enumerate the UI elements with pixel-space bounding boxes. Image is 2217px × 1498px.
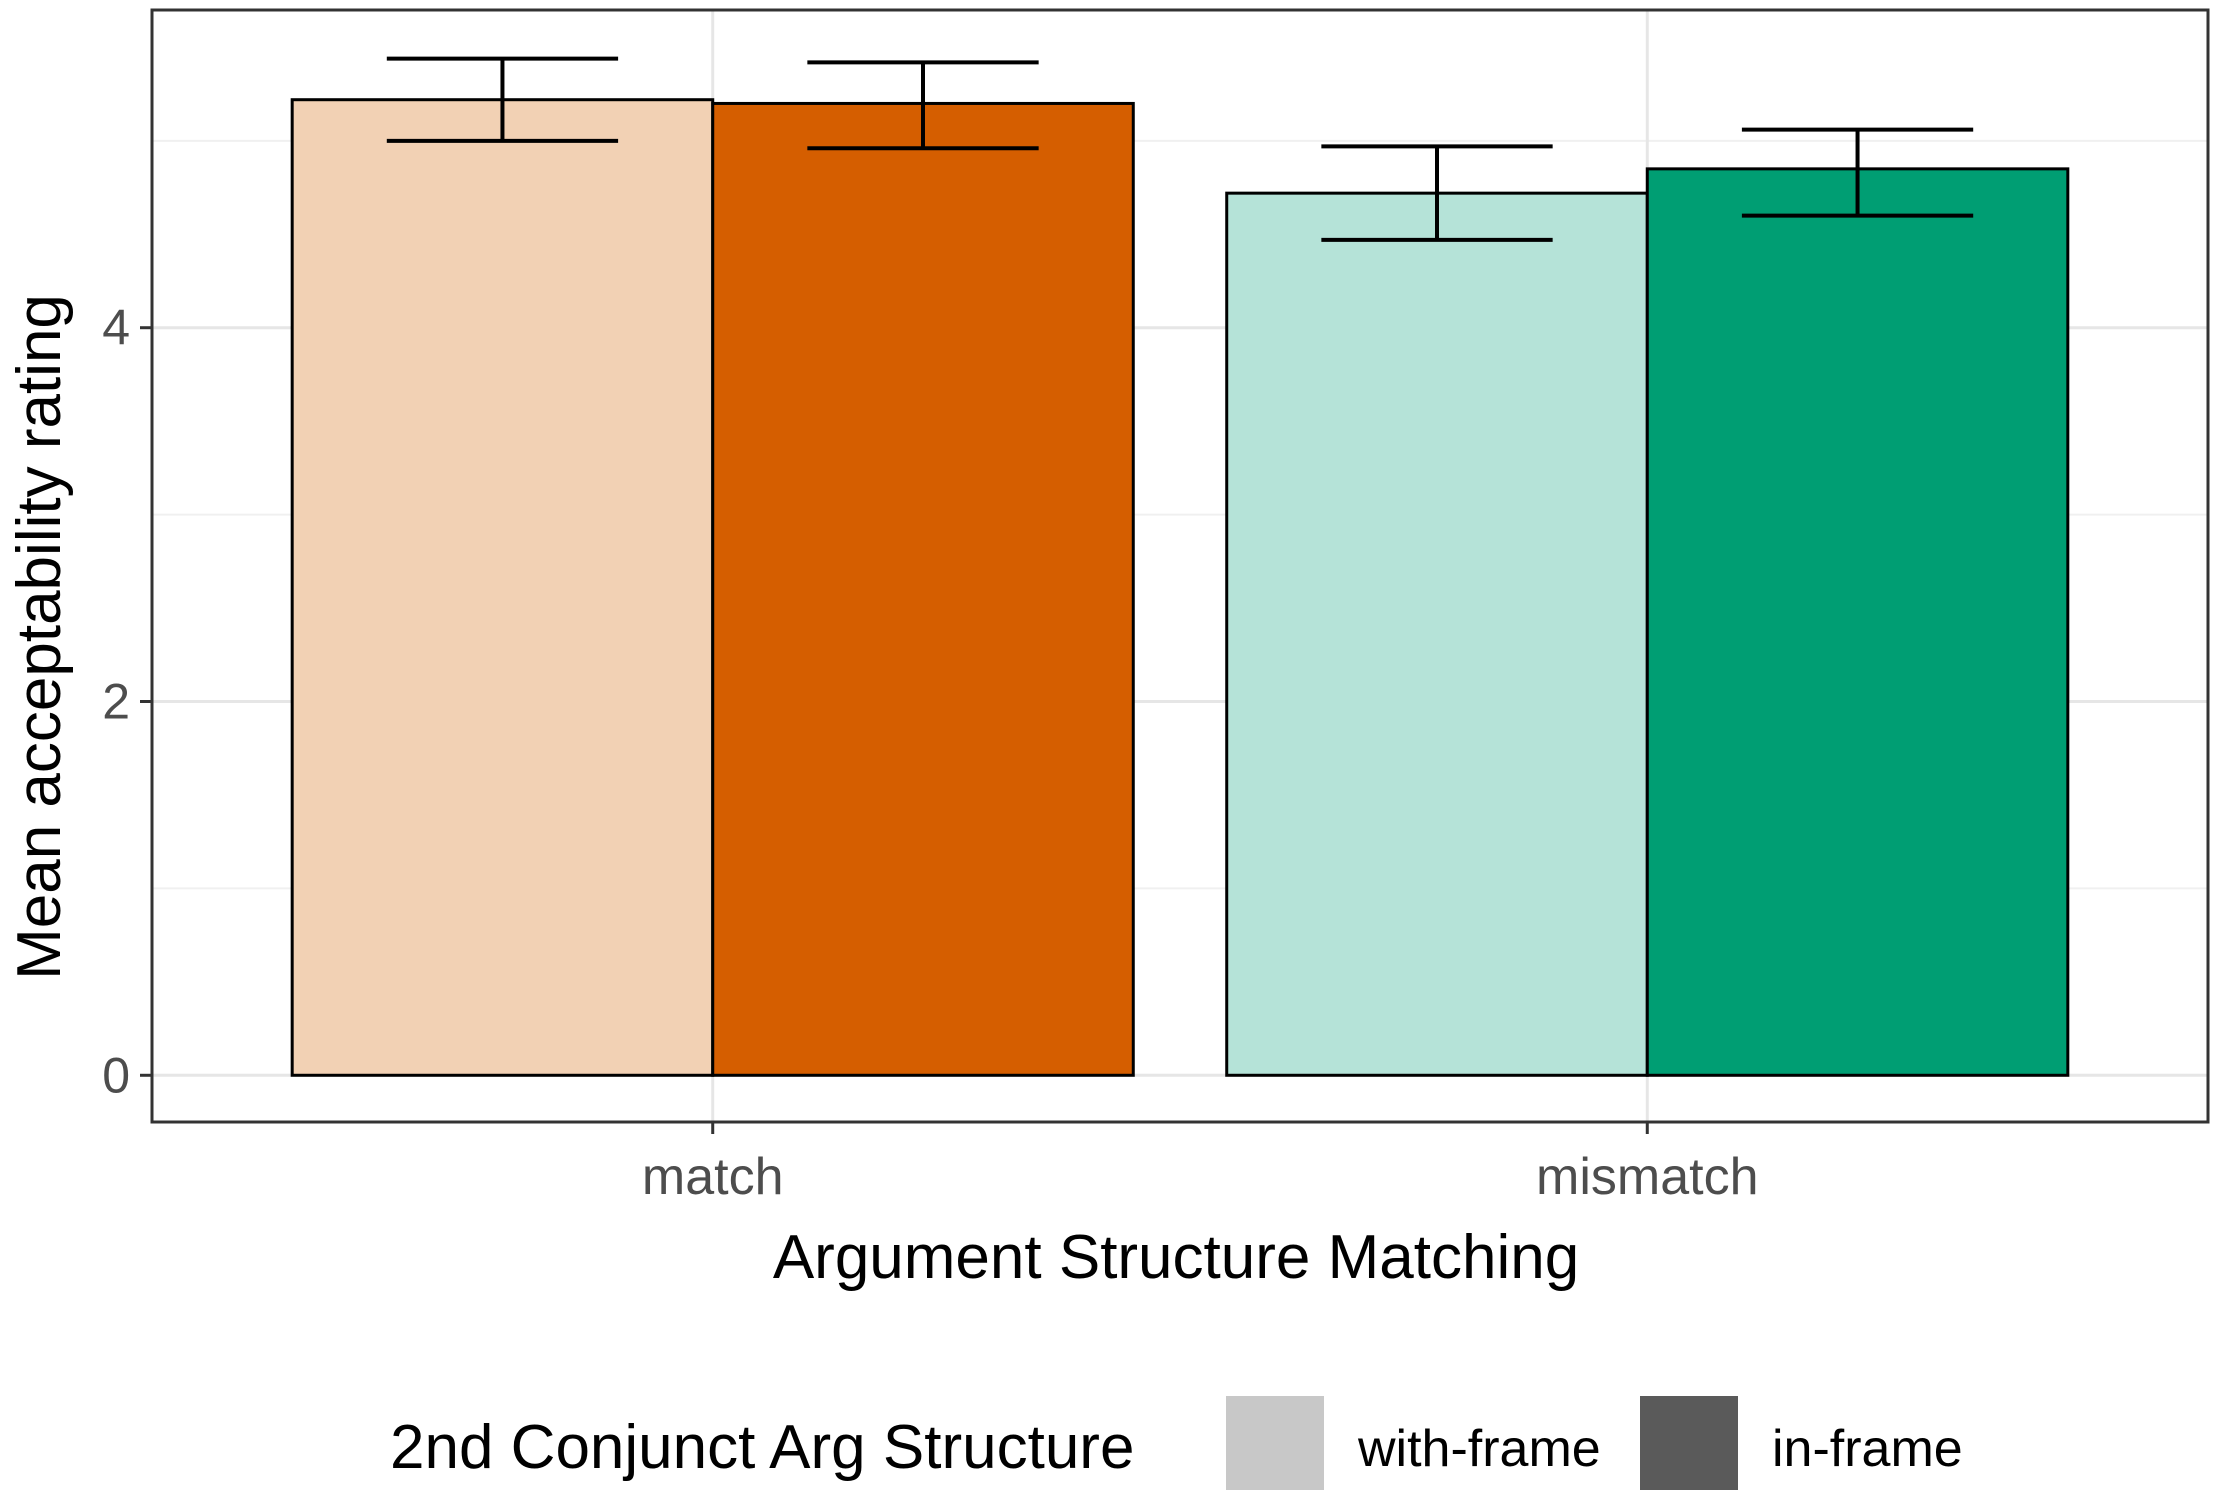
legend-label-with-frame: with-frame bbox=[1357, 1420, 1601, 1478]
bar-mismatch-with-frame bbox=[1225, 191, 1649, 1077]
legend-label-in-frame: in-frame bbox=[1772, 1420, 1963, 1478]
y-tick-label: 4 bbox=[102, 300, 130, 356]
bar-match-with-frame bbox=[290, 98, 715, 1077]
y-axis-title: Mean acceptability rating bbox=[5, 294, 74, 980]
legend-key-with-frame bbox=[1226, 1396, 1324, 1490]
bar-match-in-frame bbox=[711, 101, 1135, 1077]
legend-title: 2nd Conjunct Arg Structure bbox=[390, 1413, 1134, 1482]
y-tick-label: 2 bbox=[102, 673, 130, 729]
panel-border bbox=[150, 8, 2210, 1124]
x-tick-label: match bbox=[642, 1148, 784, 1206]
x-axis-ticks: match mismatch bbox=[642, 1122, 1759, 1206]
legend: 2nd Conjunct Arg Structure with-frame in… bbox=[390, 1396, 1963, 1490]
x-axis-title: Argument Structure Matching bbox=[773, 1223, 1579, 1292]
y-tick-label: 0 bbox=[102, 1047, 130, 1103]
bar-mismatch-in-frame bbox=[1645, 167, 2070, 1077]
error-bar-match-in-frame bbox=[807, 60, 1039, 151]
bars bbox=[290, 98, 2070, 1077]
error-bar-match-with-frame bbox=[386, 56, 619, 143]
error-bars bbox=[386, 56, 1974, 242]
error-bar-mismatch-in-frame bbox=[1741, 127, 1974, 218]
error-bar-mismatch-with-frame bbox=[1321, 144, 1553, 242]
y-axis-ticks: 0 2 4 bbox=[102, 300, 152, 1103]
x-tick-label: mismatch bbox=[1536, 1148, 1758, 1206]
legend-key-in-frame bbox=[1640, 1396, 1738, 1490]
